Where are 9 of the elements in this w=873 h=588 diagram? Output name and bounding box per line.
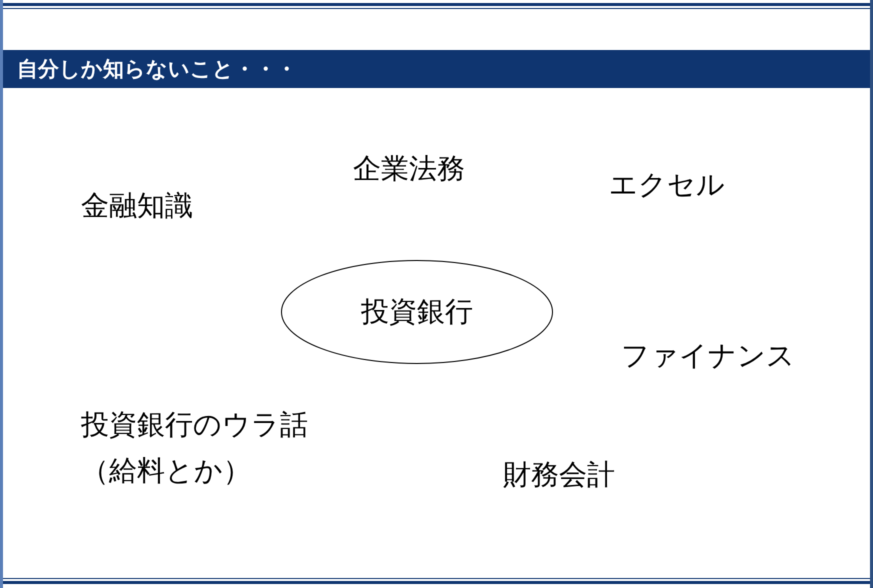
topic-text: 企業法務 <box>353 151 466 187</box>
node-label: 投資銀行 <box>361 294 473 330</box>
topic-text: ファイナンス <box>621 338 796 374</box>
topic-text: 財務会計 <box>503 457 616 493</box>
topic-text: 金融知識 <box>81 188 194 224</box>
topic-text: 投資銀行のウラ話（給料とか） <box>81 407 309 489</box>
ellipse-node <box>281 260 553 364</box>
topic-text: エクセル <box>609 167 726 203</box>
title: 自分しか知らないこと・・・ <box>17 56 297 83</box>
